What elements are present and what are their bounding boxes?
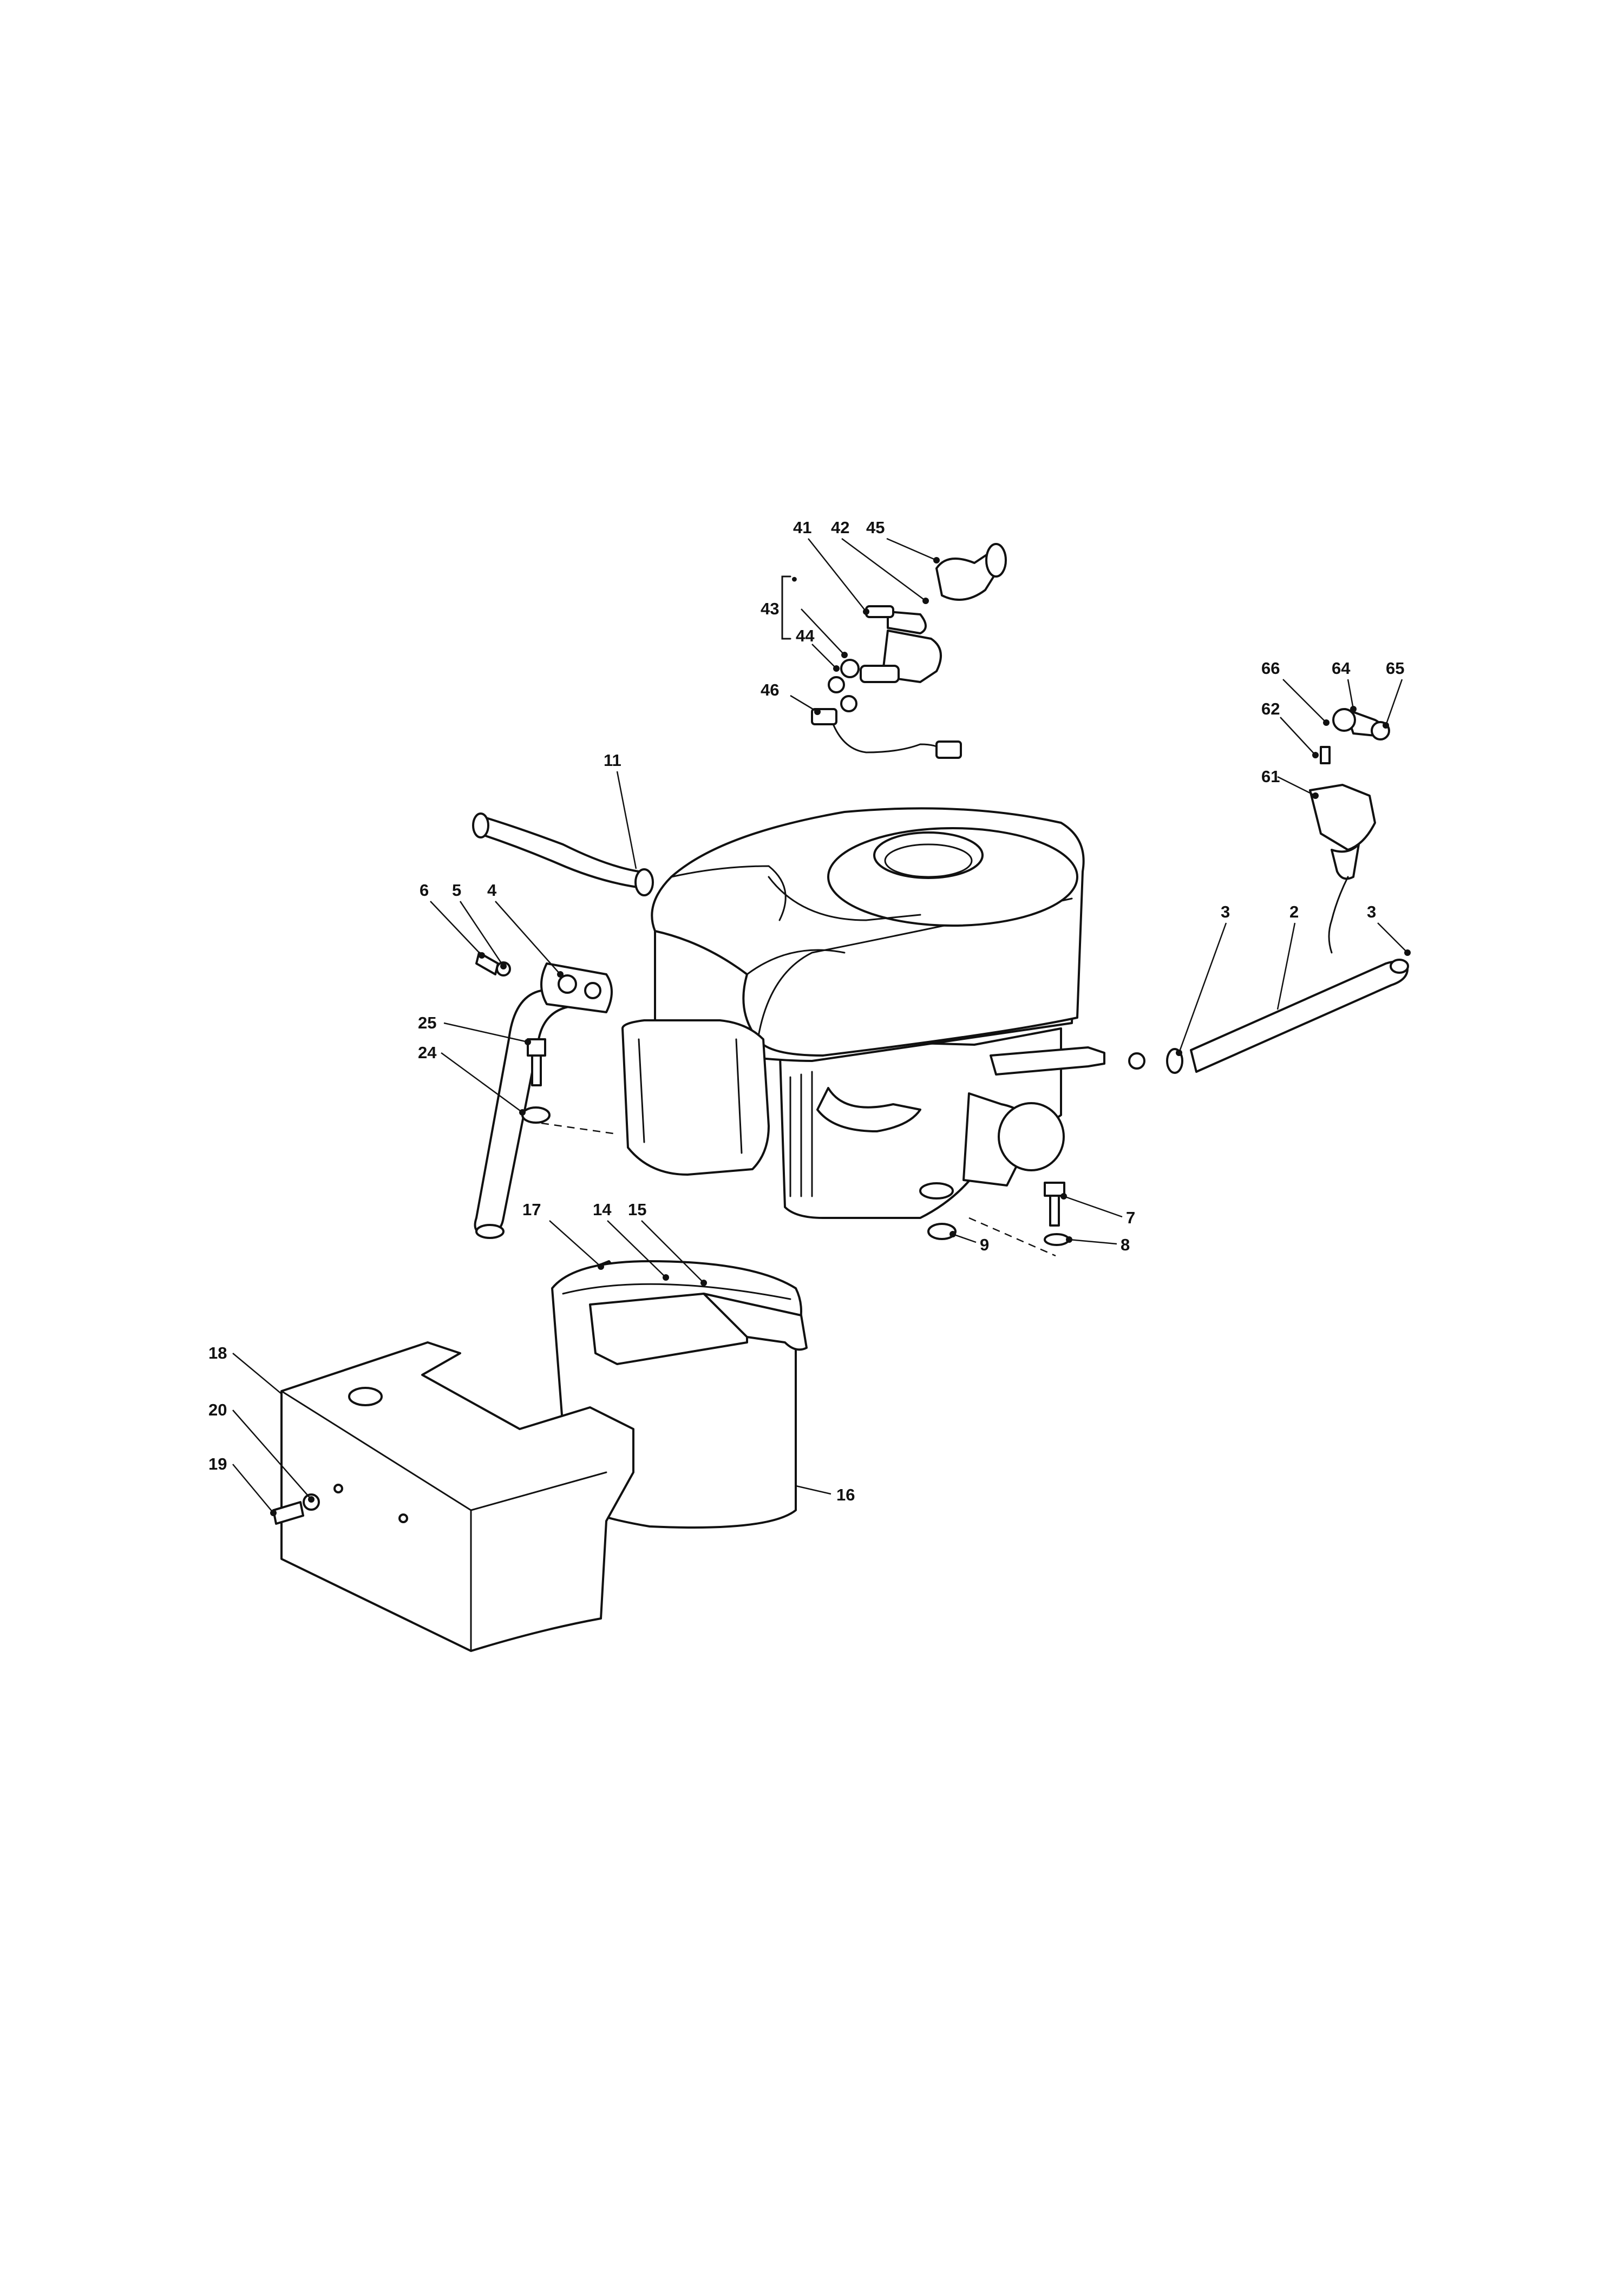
callout-16: 16 [836, 1485, 855, 1504]
solenoid-assembly [828, 605, 942, 712]
callout-5: 5 [452, 881, 461, 900]
leader-lines [232, 538, 1408, 1513]
callout-64: 64 [1332, 659, 1351, 678]
callout-25: 25 [418, 1013, 436, 1032]
callout-42: 42 [831, 518, 849, 537]
engine [621, 807, 1145, 1219]
callout-61: 61 [1261, 767, 1280, 786]
callout-43: 43 [761, 599, 779, 618]
solenoid-cover [935, 543, 1007, 601]
callout-18: 18 [208, 1343, 227, 1362]
callout-15: 15 [628, 1200, 646, 1219]
callout-62: 62 [1261, 699, 1280, 718]
callout-3-left: 3 [1221, 902, 1230, 921]
callout-9: 9 [980, 1235, 989, 1254]
callout-20: 20 [208, 1400, 227, 1419]
wire-harness [811, 708, 962, 759]
callout-3-right: 3 [1367, 902, 1376, 921]
callout-44: 44 [796, 626, 815, 645]
callout-6: 6 [420, 881, 429, 900]
callout-19: 19 [208, 1454, 227, 1473]
callouts: 41 42 45 43 44 46 66 64 65 62 61 11 6 5 … [208, 518, 1404, 1504]
exhaust-gasket [540, 962, 613, 1013]
callout-41: 41 [793, 518, 811, 537]
callout-14: 14 [593, 1200, 612, 1219]
callout-2: 2 [1289, 902, 1299, 921]
fuel-tap-assembly [1309, 708, 1390, 954]
fuel-line [1166, 959, 1409, 1074]
callout-45: 45 [866, 518, 885, 537]
kit-bullet: • [791, 569, 797, 588]
callout-4: 4 [487, 881, 497, 900]
callout-8: 8 [1121, 1235, 1130, 1254]
callout-17: 17 [522, 1200, 541, 1219]
callout-46: 46 [761, 680, 779, 699]
heat-shield [272, 1341, 634, 1652]
breather-hose [472, 812, 654, 896]
callout-66: 66 [1261, 659, 1280, 678]
leader-dots [270, 557, 1411, 1516]
callout-11: 11 [604, 751, 621, 770]
callout-24: 24 [418, 1043, 437, 1062]
callout-7: 7 [1126, 1208, 1135, 1227]
callout-65: 65 [1386, 659, 1404, 678]
